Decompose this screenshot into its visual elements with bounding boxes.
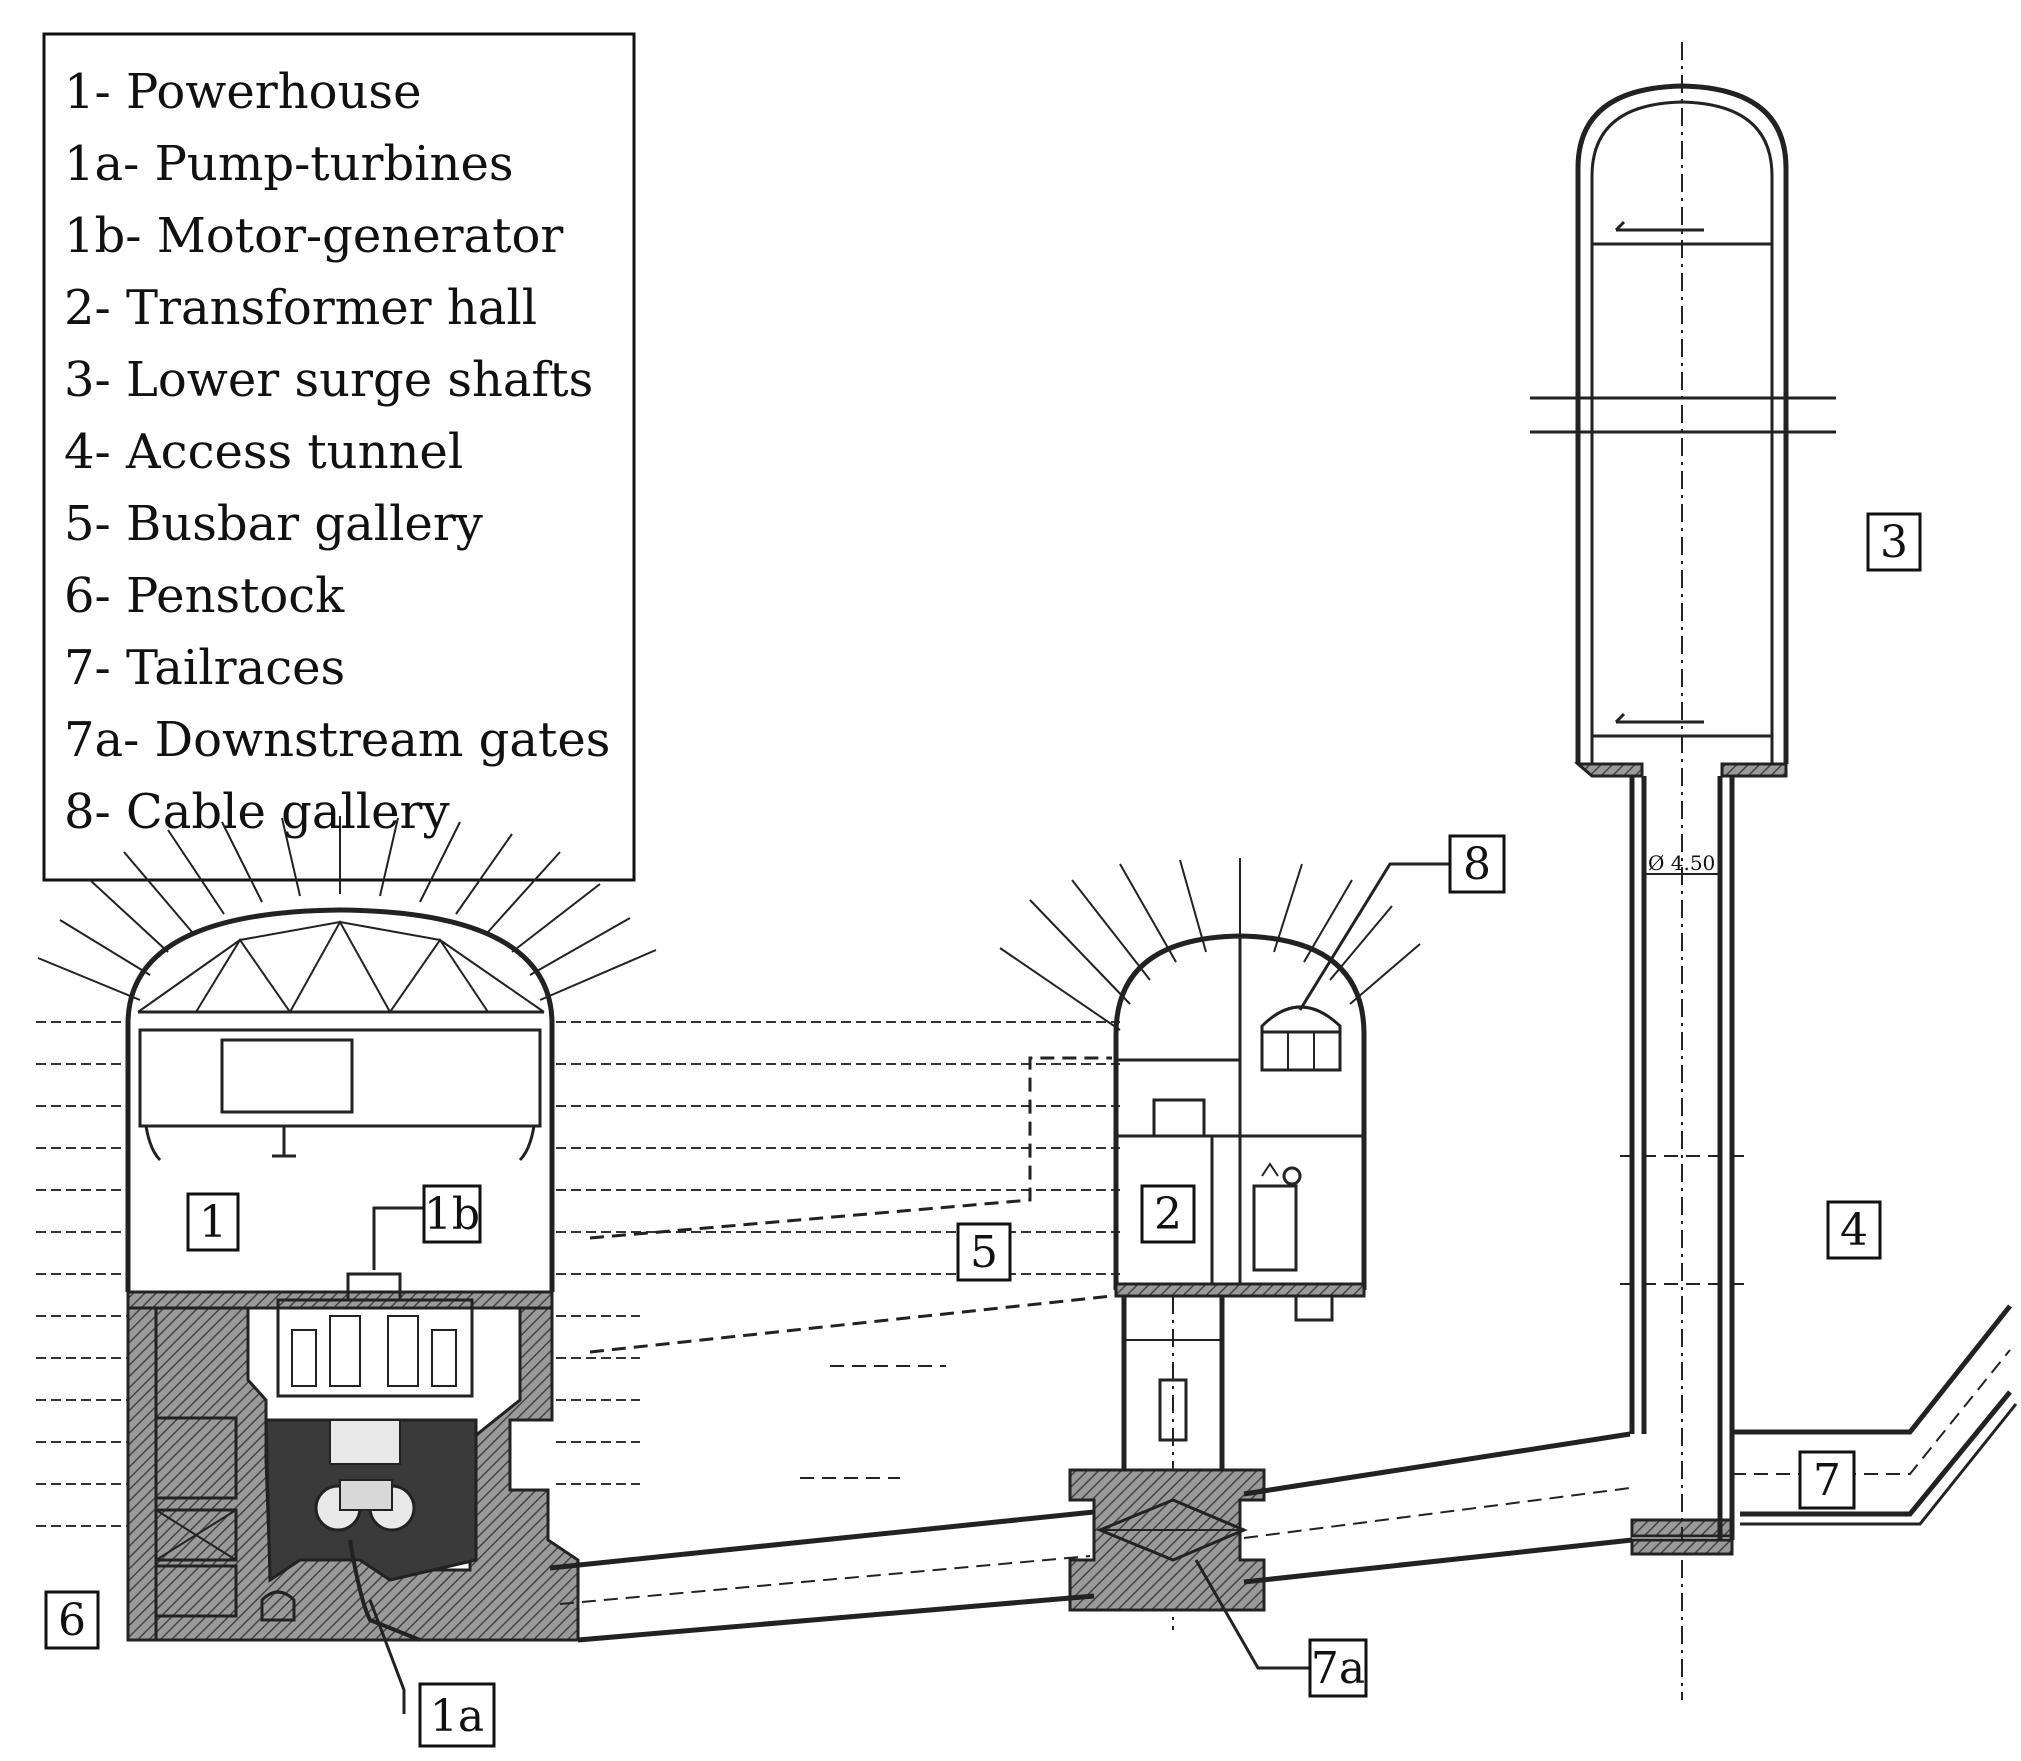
label-2: 2 [1140, 1184, 1196, 1244]
svg-text:5: 5 [970, 1227, 998, 1278]
svg-text:4: 4 [1840, 1205, 1868, 1256]
transformer-hall [999, 858, 1421, 1630]
legend-item-transformer-hall: 2- Transformer hall [64, 280, 537, 336]
legend: 1- Powerhouse 1a- Pump-turbines 1b- Moto… [42, 32, 636, 882]
legend-item-motor-generator: 1b- Motor-generator [64, 208, 563, 264]
legend-item-busbar-gallery: 5- Busbar gallery [64, 496, 483, 552]
svg-text:3: 3 [1880, 517, 1908, 568]
legend-item-tailraces: 7- Tailraces [64, 640, 345, 696]
legend-item-pump-turbines: 1a- Pump-turbines [64, 136, 513, 192]
svg-text:2: 2 [1154, 1189, 1182, 1240]
label-8: 8 [1448, 834, 1506, 894]
legend-box [42, 32, 636, 882]
svg-text:7a: 7a [1311, 1643, 1365, 1694]
svg-text:8: 8 [1463, 839, 1491, 890]
label-1b: 1b [422, 1184, 482, 1244]
label-3: 3 [1866, 512, 1922, 572]
powerhouse-rock-anchors [36, 816, 1120, 1527]
label-1: 1 [186, 1192, 240, 1252]
svg-text:1: 1 [199, 1197, 227, 1248]
shaft-diameter-dimension: Ø 4.50 [1648, 851, 1715, 875]
tailrace-tunnel [549, 1304, 2018, 1643]
label-6: 6 [44, 1590, 100, 1650]
legend-item-cable-gallery: 8- Cable gallery [64, 784, 450, 840]
powerhouse-cavern [125, 907, 580, 1642]
label-4: 4 [1826, 1200, 1882, 1260]
label-1a: 1a [418, 1682, 496, 1748]
legend-item-powerhouse: 1- Powerhouse [64, 64, 421, 120]
label-7: 7 [1798, 1450, 1856, 1510]
surge-shaft: Ø 4.50 [1530, 42, 1836, 1700]
svg-text:7: 7 [1813, 1455, 1841, 1506]
svg-text:1a: 1a [430, 1691, 484, 1742]
busbar-gallery [589, 1056, 1113, 1479]
svg-text:6: 6 [58, 1595, 86, 1646]
legend-item-lower-surge-shafts: 3- Lower surge shafts [64, 352, 593, 408]
svg-text:1b: 1b [424, 1189, 480, 1240]
legend-item-downstream-gates: 7a- Downstream gates [64, 712, 610, 768]
leader-lines [368, 862, 1450, 1714]
label-5: 5 [956, 1222, 1012, 1282]
label-7a: 7a [1308, 1638, 1368, 1698]
legend-item-penstock: 6- Penstock [64, 568, 345, 624]
legend-item-access-tunnel: 4- Access tunnel [64, 424, 463, 480]
